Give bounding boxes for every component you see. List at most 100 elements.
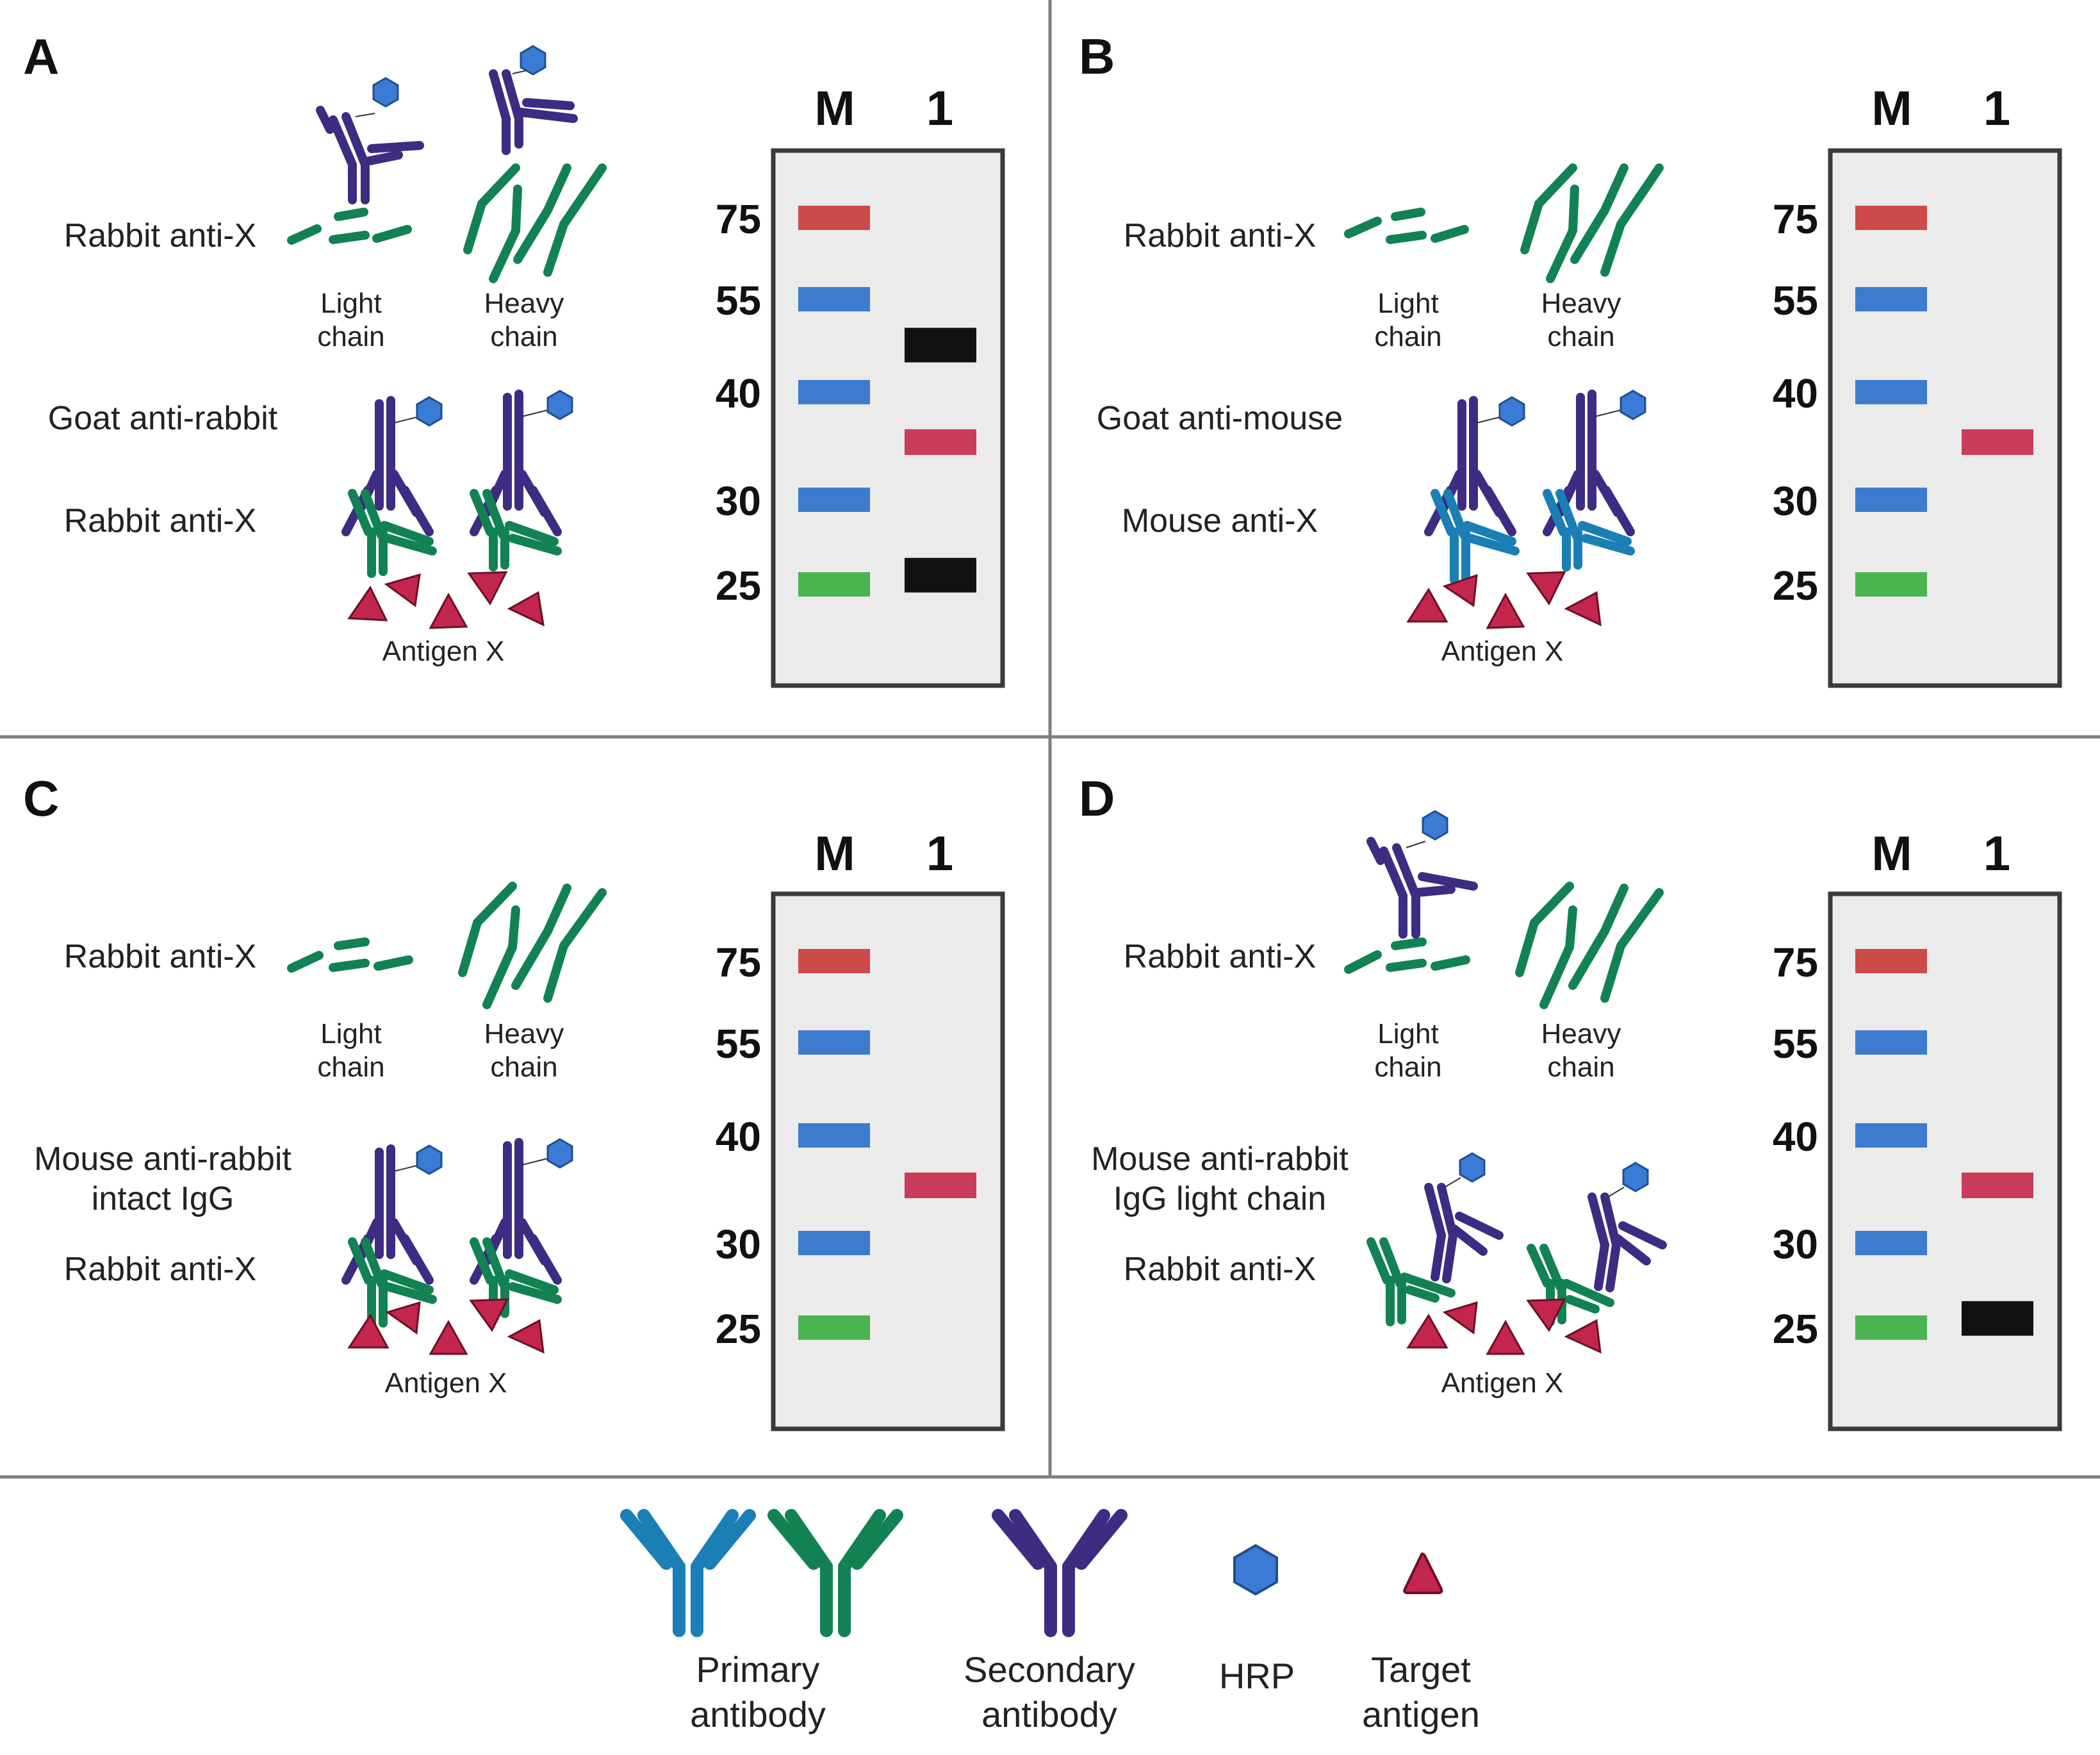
antigen-icon bbox=[347, 586, 388, 622]
heavy-chain-label-line2: chain bbox=[490, 1051, 557, 1083]
antigen-icon bbox=[385, 1301, 421, 1335]
lane-1-header: 1 bbox=[1983, 827, 2010, 881]
antigen-icon bbox=[1526, 1298, 1566, 1332]
secondary-label: Goat anti-rabbit bbox=[48, 400, 278, 437]
antigen-cluster bbox=[1406, 1298, 1602, 1355]
mw-label: 75 bbox=[716, 939, 761, 985]
hrp-icon bbox=[416, 1144, 443, 1175]
sample-band-red bbox=[1962, 1172, 2033, 1198]
mw-label: 55 bbox=[716, 277, 761, 324]
hrp-icon bbox=[1233, 1544, 1278, 1596]
sample-band-red bbox=[905, 429, 976, 455]
secondary-label-line2: IgG light chain bbox=[1113, 1180, 1326, 1217]
blot-membrane bbox=[1828, 891, 2062, 1431]
sample-band-black bbox=[1962, 1301, 2033, 1336]
primary-label: Mouse anti-X bbox=[1122, 502, 1318, 540]
antibody-sandwich bbox=[470, 1138, 573, 1320]
antigen-icon bbox=[1486, 1319, 1525, 1355]
antigen-icon bbox=[1406, 588, 1448, 623]
light-chain-icon bbox=[1344, 937, 1470, 974]
heavy-chain-label-line1: Heavy bbox=[1541, 288, 1621, 319]
marker-band-75 bbox=[798, 949, 870, 973]
panel-letter: A bbox=[23, 28, 59, 85]
legend-secondary-line1: Secondary bbox=[964, 1649, 1135, 1690]
legend-primary-line1: Primary bbox=[696, 1649, 820, 1690]
mw-label: 25 bbox=[1773, 563, 1818, 609]
hrp-icon bbox=[1459, 1152, 1486, 1183]
antibody-sandwich bbox=[1424, 396, 1525, 584]
antibody-sandwich bbox=[470, 390, 573, 572]
sample-lane bbox=[1962, 1172, 2033, 1336]
secondary-antibody-icon bbox=[489, 45, 578, 155]
antigen-icon bbox=[1406, 1314, 1448, 1349]
marker-band-30 bbox=[798, 1231, 870, 1255]
legend-secondary-line2: antibody bbox=[981, 1694, 1117, 1734]
marker-band-40 bbox=[1855, 380, 1927, 404]
sample-band-red bbox=[905, 1172, 976, 1198]
top-label: Rabbit anti-X bbox=[64, 217, 257, 254]
antigen-label: Antigen X bbox=[385, 1367, 507, 1399]
lane-1-header: 1 bbox=[926, 827, 953, 881]
mw-label: 30 bbox=[716, 1221, 761, 1267]
hrp-icon bbox=[546, 1138, 573, 1169]
marker-band-40 bbox=[798, 380, 870, 404]
mw-label: 25 bbox=[716, 563, 761, 609]
marker-band-75 bbox=[1855, 949, 1927, 973]
mw-label: 25 bbox=[716, 1306, 761, 1352]
marker-lane bbox=[798, 206, 870, 597]
blot-membrane bbox=[771, 148, 1005, 688]
mw-label: 40 bbox=[1773, 370, 1818, 416]
antibody-sandwich bbox=[1543, 390, 1646, 572]
sample-lane bbox=[1962, 429, 2033, 455]
sample-lane bbox=[905, 327, 976, 593]
target-antigen-icon bbox=[1403, 1553, 1443, 1594]
antibody-sandwich bbox=[341, 396, 443, 578]
heavy-chain-label-line1: Heavy bbox=[484, 1018, 564, 1050]
antigen-icon bbox=[384, 573, 421, 607]
lane-m-header: M bbox=[1871, 827, 1912, 881]
antibody-sandwich bbox=[1366, 1152, 1504, 1326]
mw-label: 55 bbox=[1773, 1021, 1818, 1067]
lane-1-header: 1 bbox=[926, 81, 953, 136]
secondary-label: Goat anti-mouse bbox=[1097, 400, 1343, 437]
antigen-icon bbox=[467, 571, 508, 606]
blot-membrane bbox=[771, 891, 1005, 1431]
mw-label: 40 bbox=[716, 370, 761, 416]
marker-band-55 bbox=[798, 287, 870, 311]
secondary-antibody-icon bbox=[1366, 810, 1478, 939]
heavy-chain-label-line2: chain bbox=[1547, 1051, 1614, 1083]
antigen-cluster bbox=[1406, 571, 1602, 629]
hrp-icon bbox=[546, 390, 573, 420]
blot-membrane bbox=[1828, 148, 2062, 688]
marker-lane bbox=[1855, 949, 1927, 1340]
mw-label: 55 bbox=[1773, 277, 1818, 324]
mw-label: 30 bbox=[1773, 1221, 1818, 1267]
antigen-icon bbox=[347, 1314, 390, 1349]
light-chain-icon bbox=[287, 937, 413, 973]
mw-label: 30 bbox=[716, 478, 761, 524]
marker-band-25 bbox=[798, 1315, 870, 1340]
antibody-sandwich bbox=[1527, 1162, 1667, 1326]
antigen-cluster bbox=[347, 1298, 545, 1355]
sample-band-black bbox=[905, 327, 976, 363]
legend-target-line1: Target bbox=[1371, 1649, 1471, 1690]
panel-letter: B bbox=[1079, 28, 1115, 85]
marker-band-25 bbox=[1855, 1315, 1927, 1340]
mw-label: 75 bbox=[1773, 196, 1818, 242]
marker-band-25 bbox=[1855, 572, 1927, 597]
secondary-label-line1: Mouse anti-rabbit bbox=[34, 1141, 291, 1178]
primary-antibody-blue-icon bbox=[620, 1509, 756, 1637]
hrp-icon bbox=[1498, 396, 1525, 427]
hrp-icon bbox=[372, 77, 399, 108]
marker-band-40 bbox=[1855, 1123, 1927, 1148]
mw-label: 40 bbox=[716, 1114, 761, 1160]
antigen-icon bbox=[1564, 1319, 1602, 1354]
marker-band-30 bbox=[1855, 1231, 1927, 1255]
panel-letter: D bbox=[1079, 770, 1115, 827]
panel-c: C Rabbit anti-X Light chain Heavy chain … bbox=[23, 770, 1005, 1431]
